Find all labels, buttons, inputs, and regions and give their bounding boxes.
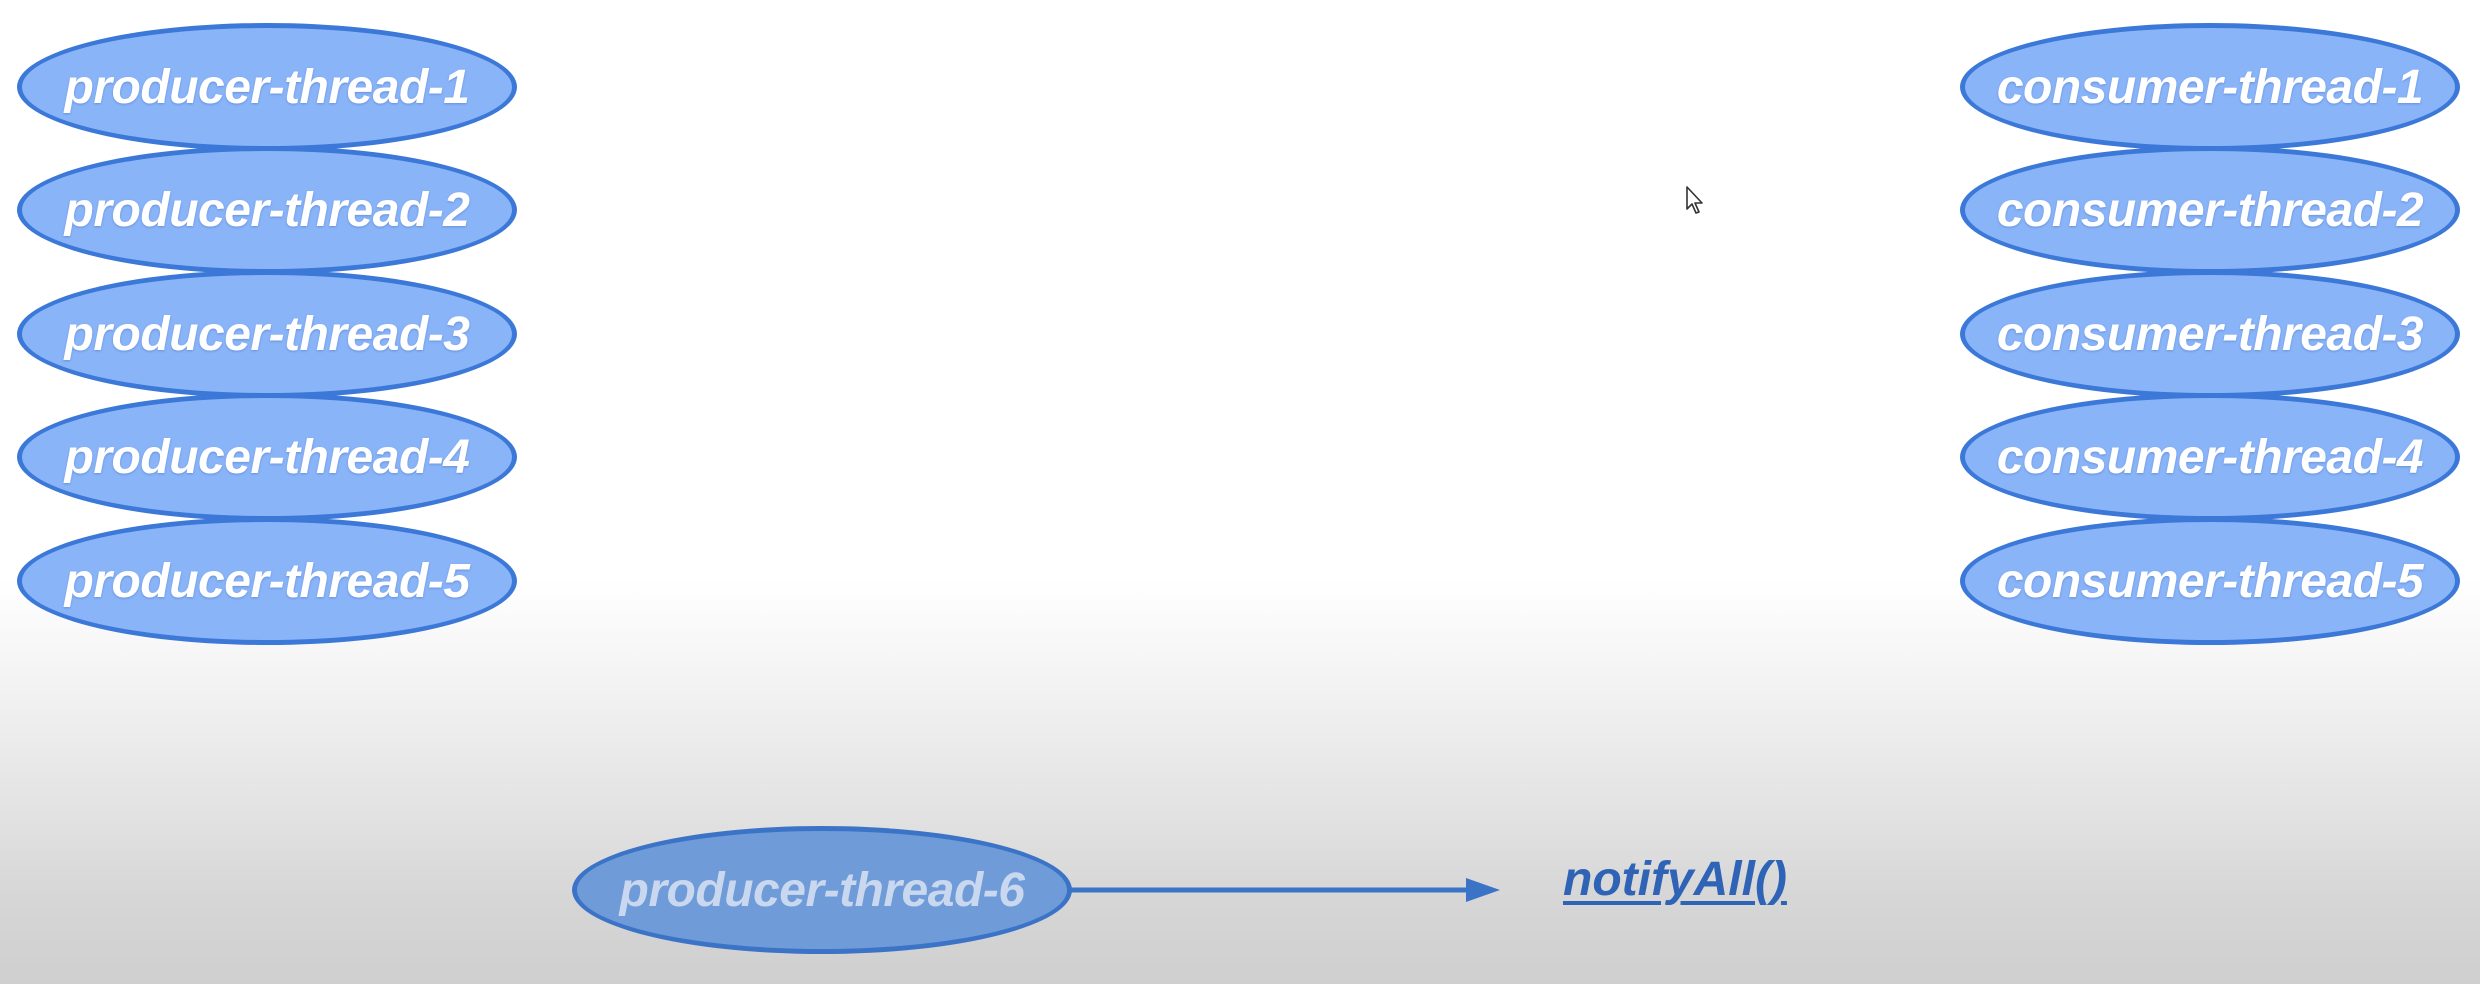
producer-thread-1-node: producer-thread-1: [17, 23, 517, 151]
consumer-thread-3-label: consumer-thread-3: [1996, 307, 2424, 361]
consumer-thread-3-node: consumer-thread-3: [1960, 270, 2460, 398]
consumer-thread-2-node: consumer-thread-2: [1960, 146, 2460, 274]
producer-thread-4-node: producer-thread-4: [17, 393, 517, 521]
producer-thread-1-label: producer-thread-1: [64, 60, 470, 114]
producer-thread-4-label: producer-thread-4: [64, 430, 470, 484]
consumer-thread-1-label: consumer-thread-1: [1996, 60, 2424, 114]
consumer-thread-1-node: consumer-thread-1: [1960, 23, 2460, 151]
producer-thread-2-node: producer-thread-2: [17, 146, 517, 274]
right-arrow-icon: [1068, 878, 1500, 902]
consumer-thread-4-label: consumer-thread-4: [1996, 430, 2424, 484]
mouse-pointer-icon: [1686, 186, 1703, 214]
consumer-thread-5-label: consumer-thread-5: [1996, 554, 2424, 608]
producer-thread-5-label: producer-thread-5: [64, 554, 470, 608]
producer-thread-2-label: producer-thread-2: [64, 183, 470, 237]
consumer-thread-5-node: consumer-thread-5: [1960, 517, 2460, 645]
consumer-thread-4-node: consumer-thread-4: [1960, 393, 2460, 521]
notify-all-label: notifyAll(): [1563, 853, 1787, 906]
consumer-thread-2-label: consumer-thread-2: [1996, 183, 2424, 237]
producer-thread-3-node: producer-thread-3: [17, 270, 517, 398]
producer-thread-6-label: producer-thread-6: [619, 863, 1025, 917]
producer-thread-5-node: producer-thread-5: [17, 517, 517, 645]
producer-thread-3-label: producer-thread-3: [64, 307, 470, 361]
producer-thread-6-node: producer-thread-6: [572, 826, 1072, 954]
